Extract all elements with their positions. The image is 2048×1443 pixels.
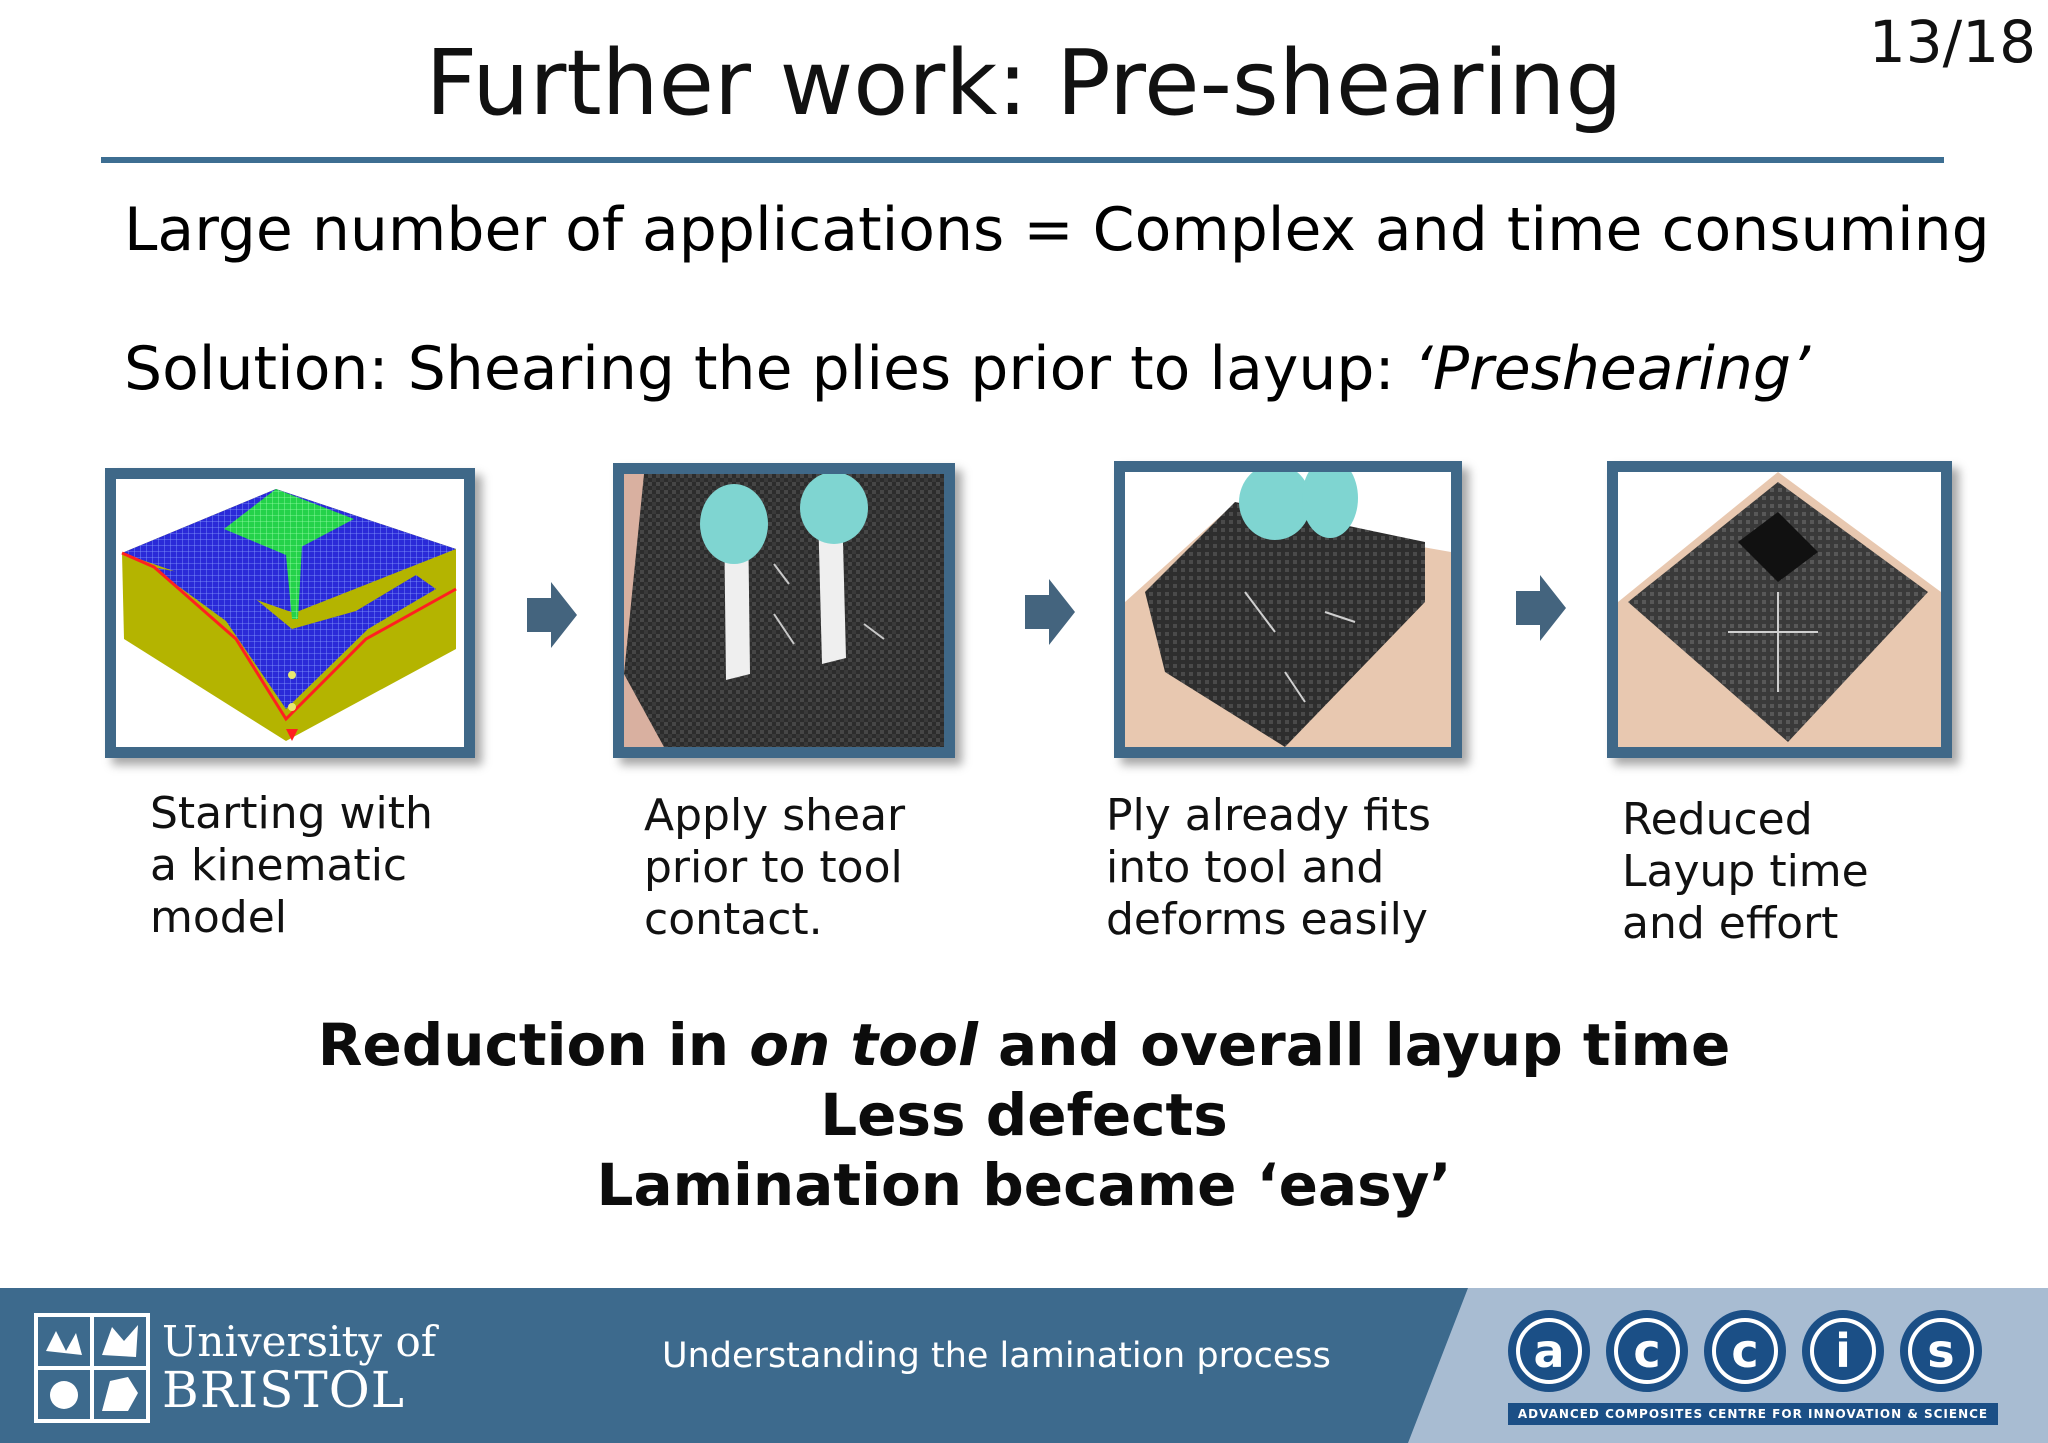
conclusion-1-emphasis: on tool — [749, 1011, 978, 1079]
caption-line: Layup time — [1622, 846, 1869, 897]
footer-presentation-title: Understanding the lamination process — [662, 1336, 1331, 1376]
caption-line: Apply shear — [644, 790, 906, 841]
intro-line-2-emphasis: ‘Preshearing’ — [1413, 334, 1811, 404]
step-2-caption: Apply shear prior to tool contact. — [644, 790, 905, 946]
accis-banner: ADVANCED COMPOSITES CENTRE FOR INNOVATIO… — [1508, 1403, 1998, 1425]
conclusions: Reduction in on tool and overall layup t… — [0, 1010, 2048, 1220]
accis-letter: s — [1912, 1322, 1970, 1380]
caption-line: Reduced — [1622, 794, 1813, 845]
step-4-caption: Reduced Layup time and effort — [1622, 794, 1869, 950]
accis-letter-badge: i — [1802, 1310, 1884, 1392]
conclusion-line-3: Lamination became ‘easy’ — [596, 1151, 1452, 1219]
accis-logo: a c c i s ADVANCED COMPOSITES CENTRE FOR… — [1508, 1310, 1998, 1428]
caption-line: into tool and — [1106, 842, 1385, 893]
accis-letter-badge: a — [1508, 1310, 1590, 1392]
caption-line: and effort — [1622, 898, 1839, 949]
slide-title: Further work: Pre-shearing — [425, 31, 1623, 136]
ply-on-tool-image — [1114, 461, 1462, 758]
accis-letter: a — [1520, 1322, 1578, 1380]
right-arrow-icon — [1516, 575, 1566, 641]
accis-letter-badge: c — [1606, 1310, 1688, 1392]
accis-letter: c — [1618, 1322, 1676, 1380]
caption-line: a kinematic — [150, 840, 408, 891]
step-3-caption: Ply already fits into tool and deforms e… — [1106, 790, 1431, 946]
title-divider — [101, 157, 1944, 163]
caption-line: deforms easily — [1106, 894, 1428, 945]
slide-footer: University of BRISTOL Understanding the … — [0, 1288, 2048, 1443]
step-1-caption: Starting with a kinematic model — [150, 788, 433, 944]
conclusion-1-suffix: and overall layup time — [977, 1011, 1731, 1079]
accis-letter: c — [1716, 1322, 1774, 1380]
conclusion-line-2: Less defects — [820, 1081, 1228, 1149]
intro-line-2: Solution: Shearing the plies prior to la… — [124, 334, 1810, 404]
accis-letter-badge: c — [1704, 1310, 1786, 1392]
caption-line: prior to tool — [644, 842, 903, 893]
kinematic-model-drape-image — [105, 468, 475, 758]
right-arrow-icon — [527, 582, 577, 648]
university-crest-icon — [34, 1313, 150, 1423]
university-name: University of BRISTOL — [162, 1317, 437, 1419]
university-name-line-2: BRISTOL — [162, 1361, 405, 1419]
university-name-line-1: University of — [162, 1317, 437, 1366]
accis-letter-badge: s — [1900, 1310, 1982, 1392]
accis-letter: i — [1814, 1322, 1872, 1380]
intro-line-1: Large number of applications = Complex a… — [124, 195, 1990, 265]
caption-line: Ply already fits — [1106, 790, 1431, 841]
intro-line-2-prefix: Solution: Shearing the plies prior to la… — [124, 334, 1414, 404]
hands-shearing-ply-image — [613, 463, 955, 758]
conclusion-1-prefix: Reduction in — [317, 1011, 750, 1079]
finished-layup-image — [1607, 461, 1952, 758]
conclusion-line-1: Reduction in on tool and overall layup t… — [0, 1010, 2048, 1080]
right-arrow-icon — [1025, 579, 1075, 645]
caption-line: model — [150, 892, 288, 943]
page-number: 13/18 — [1868, 8, 2036, 76]
caption-line: Starting with — [150, 788, 433, 839]
caption-line: contact. — [644, 894, 823, 945]
